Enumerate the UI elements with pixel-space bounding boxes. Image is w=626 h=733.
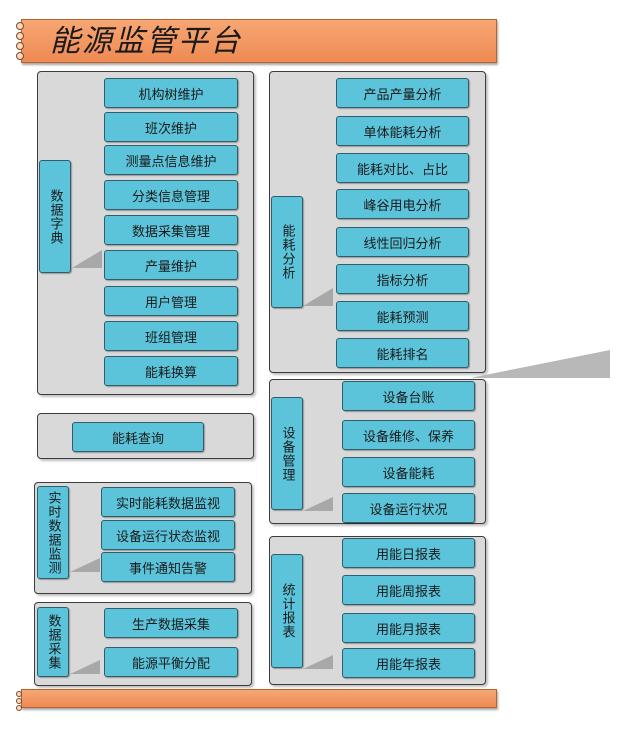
item-device-status[interactable]: 设备运行状态监视 — [101, 520, 235, 550]
category-equipment[interactable]: 设备管理 — [271, 397, 303, 510]
item-energy-balance[interactable]: 能源平衡分配 — [104, 647, 238, 677]
item-data-acquisition[interactable]: 数据采集管理 — [104, 215, 238, 245]
panel-shadow — [70, 660, 100, 674]
panel-shadow — [303, 288, 333, 306]
page-title: 能源监管平台 — [50, 24, 242, 59]
item-team-mgmt[interactable]: 班组管理 — [104, 321, 238, 351]
category-data-dictionary[interactable]: 数据字典 — [39, 160, 71, 273]
item-yearly-report[interactable]: 用能年报表 — [342, 648, 475, 678]
scroll-rings — [16, 691, 26, 712]
title-banner: 能源监管平台 — [16, 19, 497, 63]
panel-shadow — [72, 250, 102, 268]
item-energy-compare[interactable]: 能耗对比、占比 — [336, 153, 469, 183]
item-user-mgmt[interactable]: 用户管理 — [104, 286, 238, 316]
item-peak-valley[interactable]: 峰谷用电分析 — [336, 189, 469, 219]
category-reports[interactable]: 统计报表 — [271, 554, 303, 668]
item-unit-energy[interactable]: 单体能耗分析 — [336, 116, 469, 146]
item-shift[interactable]: 班次维护 — [104, 112, 238, 142]
panel-shadow — [70, 558, 100, 572]
item-equipment-status[interactable]: 设备运行状况 — [342, 493, 475, 523]
panel-shadow — [303, 497, 333, 511]
item-linear-regression[interactable]: 线性回归分析 — [336, 227, 469, 257]
item-measure-point[interactable]: 测量点信息维护 — [104, 145, 238, 175]
item-realtime-energy[interactable]: 实时能耗数据监视 — [101, 487, 235, 517]
item-equipment-energy[interactable]: 设备能耗 — [342, 457, 475, 487]
panel-shadow-large — [470, 350, 610, 378]
item-equipment-ledger[interactable]: 设备台账 — [342, 381, 475, 411]
item-org-tree[interactable]: 机构树维护 — [104, 78, 238, 108]
item-production[interactable]: 产量维护 — [104, 250, 238, 280]
item-indicator[interactable]: 指标分析 — [336, 264, 469, 294]
item-category-info[interactable]: 分类信息管理 — [104, 180, 238, 210]
item-energy-forecast[interactable]: 能耗预测 — [336, 301, 469, 331]
item-energy-query[interactable]: 能耗查询 — [72, 422, 204, 452]
item-equipment-maintenance[interactable]: 设备维修、保养 — [342, 420, 475, 450]
item-energy-ranking[interactable]: 能耗排名 — [336, 338, 469, 368]
item-energy-conversion[interactable]: 能耗换算 — [104, 356, 238, 386]
bottom-banner — [16, 689, 497, 711]
category-energy-analysis[interactable]: 能耗分析 — [271, 196, 303, 308]
item-weekly-report[interactable]: 用能周报表 — [342, 575, 475, 605]
item-event-alert[interactable]: 事件通知告警 — [101, 552, 235, 582]
item-monthly-report[interactable]: 用能月报表 — [342, 613, 475, 643]
category-data-collection[interactable]: 数据采集 — [37, 607, 69, 677]
item-product-output[interactable]: 产品产量分析 — [336, 78, 469, 108]
item-daily-report[interactable]: 用能日报表 — [342, 538, 475, 568]
item-production-collection[interactable]: 生产数据采集 — [104, 608, 238, 638]
panel-shadow — [303, 655, 333, 669]
category-realtime[interactable]: 实时数据监测 — [37, 486, 69, 579]
scroll-rings — [16, 22, 26, 62]
